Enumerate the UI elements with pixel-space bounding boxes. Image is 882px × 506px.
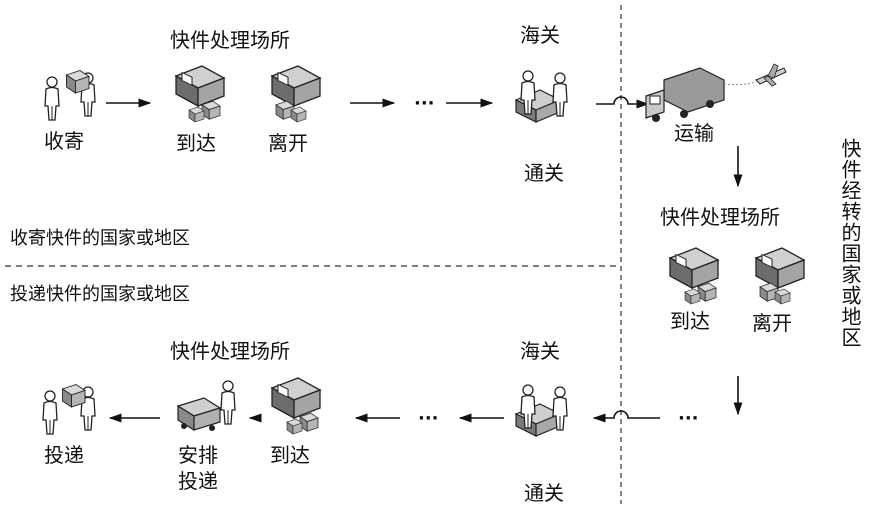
arrange-label-line1: 安排 [178,443,218,467]
people-handover-icon [44,70,96,121]
arrow-transit-to-customs [592,410,660,423]
top-customs-title: 海关 [520,23,560,47]
bottom-arrive-label: 到达 [270,443,310,467]
bottom-facility-title: 快件处理场所 [170,339,290,363]
bottom-ellipsis: ··· [418,408,439,429]
cart-worker-icon [176,380,236,432]
transit-parcel-arrive-icon [669,247,719,305]
destination-region-label: 投递快件的国家或地区 [10,284,190,305]
origin-region-label: 收寄快件的国家或地区 [10,228,190,249]
transit-region-label: 快件经转的国家或地区 [838,138,862,348]
deliver-people-handover-icon [42,384,96,435]
collect-label: 收寄 [44,129,84,153]
bottom-customs-title: 海关 [520,339,560,363]
transit-arrive-label: 到达 [670,309,710,333]
transport-label: 运输 [674,121,714,145]
top-clearance-label: 通关 [524,161,564,185]
top-arrive-label: 到达 [176,131,216,155]
top-ellipsis: ··· [414,93,435,114]
transit-parcel-depart-icon [755,247,805,305]
transit-ellipsis: ··· [678,408,699,429]
bottom-customs-officer-icon [514,384,568,437]
transit-facility-title: 快件处理场所 [660,205,780,229]
arrow-customs-to-transport [596,96,650,109]
customs-officer-icon [514,70,568,123]
transit-depart-label: 离开 [752,311,792,335]
bottom-clearance-label: 通关 [524,481,564,505]
parcel-depart-icon [271,65,321,123]
truck-icon [645,67,757,122]
airplane-icon [755,63,787,87]
top-facility-title: 快件处理场所 [170,28,290,52]
bottom-parcel-arrive-icon [271,377,321,435]
parcel-arrive-icon [175,65,225,123]
arrange-label-line2: 投递 [178,469,218,493]
top-depart-label: 离开 [268,131,308,155]
deliver-label: 投递 [44,443,84,467]
